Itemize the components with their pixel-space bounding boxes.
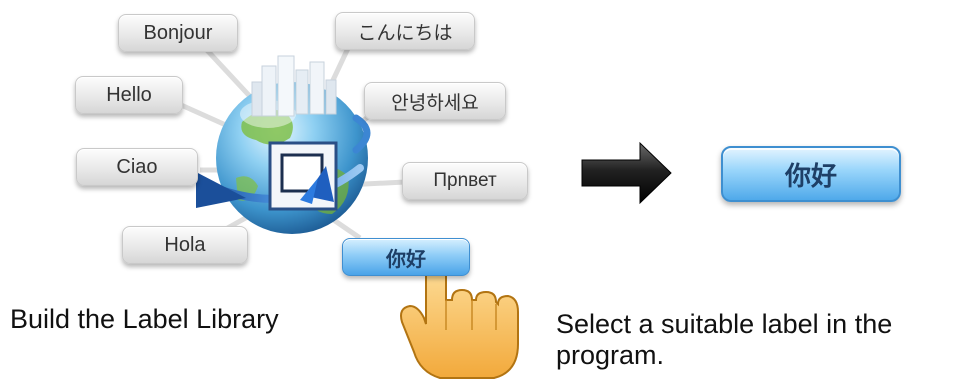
label-hello: Hello [75, 76, 183, 114]
library-caption: Build the Label Library [10, 304, 279, 334]
label-ciao: Ciao [76, 148, 198, 186]
select-caption-line2: program. [556, 340, 665, 370]
label-tool-icon [268, 141, 338, 211]
select-caption-line1: Select a suitable label in the [556, 309, 893, 339]
label-annyeonghaseyo: 안녕하세요 [364, 82, 506, 120]
pointing-hand-icon [400, 244, 519, 379]
label-nihao-selected: 你好 [342, 238, 470, 276]
label-konnichiwa: こんにちは [335, 12, 475, 50]
selected-label-result: 你好 [721, 146, 901, 202]
buildings-icon [251, 55, 337, 117]
right-arrow-icon [581, 141, 672, 205]
label-privet: Прnвет [402, 162, 528, 200]
label-hola: Hola [122, 226, 248, 264]
label-bonjour: Bonjour [118, 14, 238, 52]
